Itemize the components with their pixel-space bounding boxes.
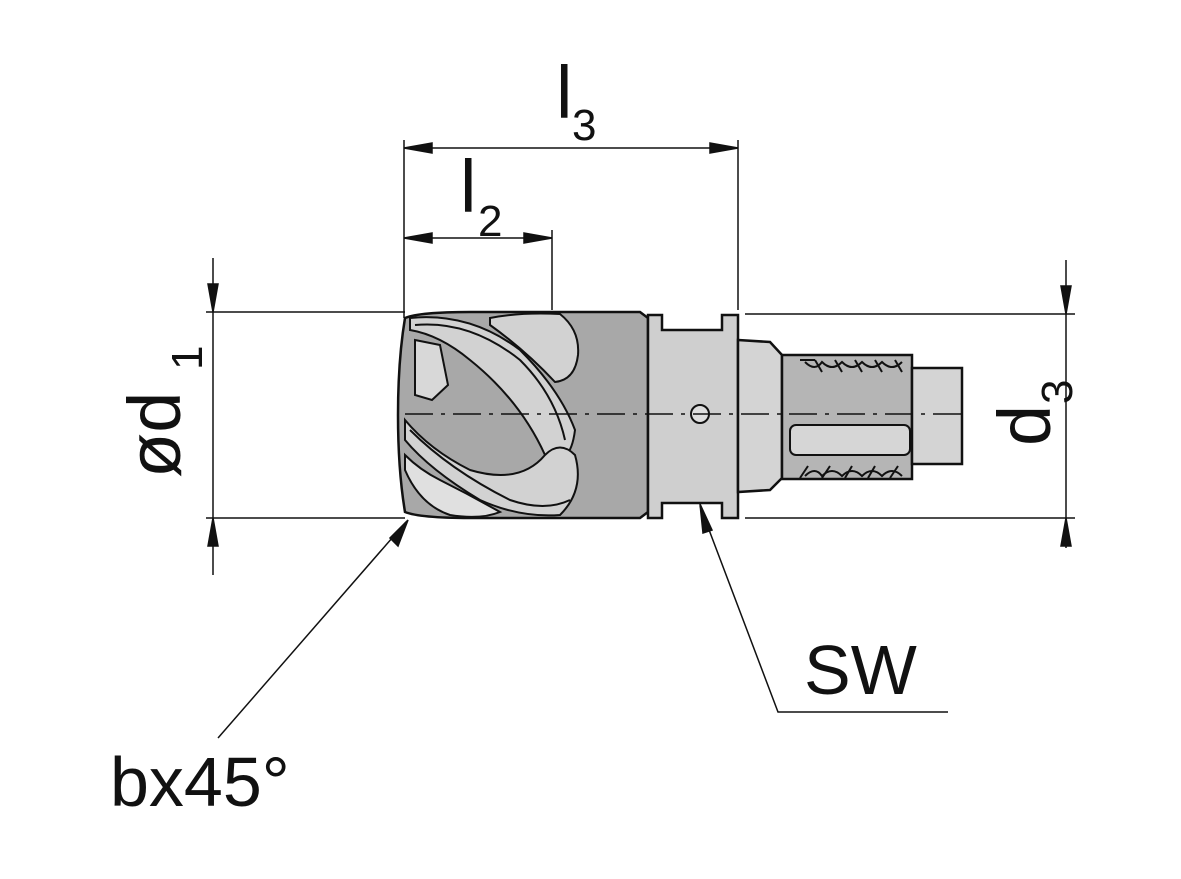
- helix-edge-1: [414, 323, 566, 441]
- arrow-d1-bottom: [207, 517, 219, 547]
- tip-notch: [414, 338, 450, 402]
- thread-core: [780, 353, 914, 481]
- key-slot: [789, 424, 911, 456]
- cutting-head: [396, 310, 650, 520]
- threaded-shank: [780, 353, 964, 481]
- arrow-l3-left: [403, 142, 433, 154]
- sw-leader: [699, 505, 948, 713]
- label-d3-main: d: [983, 405, 1066, 446]
- thread-crests: [804, 360, 903, 478]
- neck-section: [646, 313, 740, 520]
- pilot-end: [910, 366, 964, 466]
- arrow-sw: [699, 503, 714, 535]
- helix-edge-2: [409, 429, 571, 507]
- label-l2-sub: 2: [478, 197, 502, 246]
- arrow-chamfer: [388, 519, 409, 548]
- label-d3: d 3: [983, 380, 1082, 446]
- flute-face-bottom: [404, 452, 503, 518]
- label-l2-main: l: [460, 145, 476, 228]
- collar: [736, 338, 784, 494]
- flute-face-top: [489, 312, 580, 384]
- label-l3: l 3: [556, 51, 596, 150]
- label-chamfer: bx45°: [110, 743, 290, 821]
- arrow-l3-right: [709, 142, 739, 154]
- label-d1-sub: 1: [163, 346, 212, 370]
- dimension-lines: [206, 140, 1075, 739]
- arrow-d1-top: [207, 283, 219, 313]
- label-d1: ød 1: [113, 346, 212, 478]
- label-d3-sub: 3: [1033, 380, 1082, 404]
- arrow-l2-right: [523, 232, 553, 244]
- label-l3-main: l: [556, 51, 572, 134]
- label-l3-sub: 3: [572, 101, 596, 150]
- label-l2: l 2: [460, 145, 502, 246]
- arrow-d3-top: [1060, 285, 1072, 315]
- chamfer-leader: [217, 521, 407, 739]
- arrow-l2-left: [403, 232, 433, 244]
- label-d1-main: ød: [113, 392, 196, 478]
- arrow-d3-bottom: [1060, 517, 1072, 547]
- label-sw: SW: [804, 631, 917, 709]
